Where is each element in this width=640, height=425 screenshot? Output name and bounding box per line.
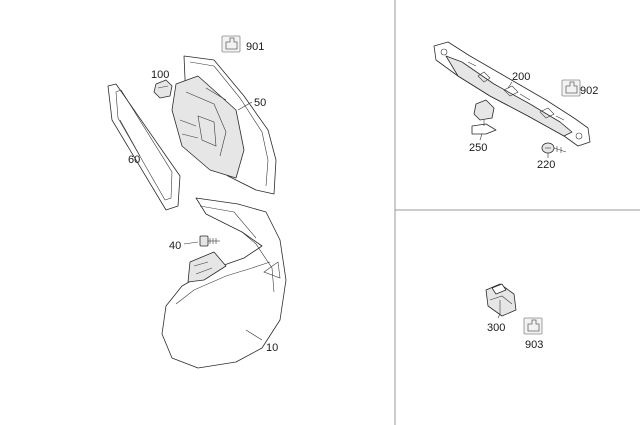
callout-902: 902 bbox=[580, 85, 598, 97]
part-220-screw[interactable] bbox=[541, 142, 567, 154]
callout-200: 200 bbox=[512, 71, 530, 83]
leader-250 bbox=[479, 133, 483, 141]
callout-60: 60 bbox=[128, 154, 140, 166]
leader-10 bbox=[245, 329, 263, 341]
leader-300 bbox=[497, 313, 501, 319]
part-300-module[interactable] bbox=[485, 283, 517, 317]
leader-40 bbox=[183, 241, 199, 245]
mirror-assembly-panel: 100 901 50 60 40 10 bbox=[107, 35, 287, 369]
part-250-clip[interactable] bbox=[471, 99, 497, 135]
reference-icon-902 bbox=[561, 79, 581, 97]
leader-60 bbox=[119, 119, 141, 157]
module-panel: 300 903 bbox=[485, 283, 543, 351]
callout-50: 50 bbox=[254, 97, 266, 109]
part-40-screw[interactable] bbox=[199, 235, 220, 247]
part-50-mirror-glass[interactable] bbox=[171, 55, 277, 195]
callout-300: 300 bbox=[487, 322, 505, 334]
callout-100: 100 bbox=[151, 69, 169, 81]
part-10-housing[interactable] bbox=[161, 197, 287, 369]
callout-10: 10 bbox=[266, 342, 278, 354]
callout-220: 220 bbox=[537, 159, 555, 171]
reference-icon-903 bbox=[523, 317, 543, 335]
callout-901: 901 bbox=[246, 41, 264, 53]
part-100-clip[interactable] bbox=[153, 79, 173, 99]
part-200-bracket[interactable] bbox=[433, 41, 591, 147]
reference-icon-901 bbox=[221, 35, 241, 53]
leader-200 bbox=[507, 81, 513, 89]
callout-250: 250 bbox=[469, 142, 487, 154]
callout-903: 903 bbox=[525, 339, 543, 351]
callout-40: 40 bbox=[169, 240, 181, 252]
part-60-glass-frame[interactable] bbox=[107, 83, 181, 211]
bracket-panel: 200 902 250 220 bbox=[433, 41, 598, 171]
leader-50 bbox=[237, 101, 253, 111]
